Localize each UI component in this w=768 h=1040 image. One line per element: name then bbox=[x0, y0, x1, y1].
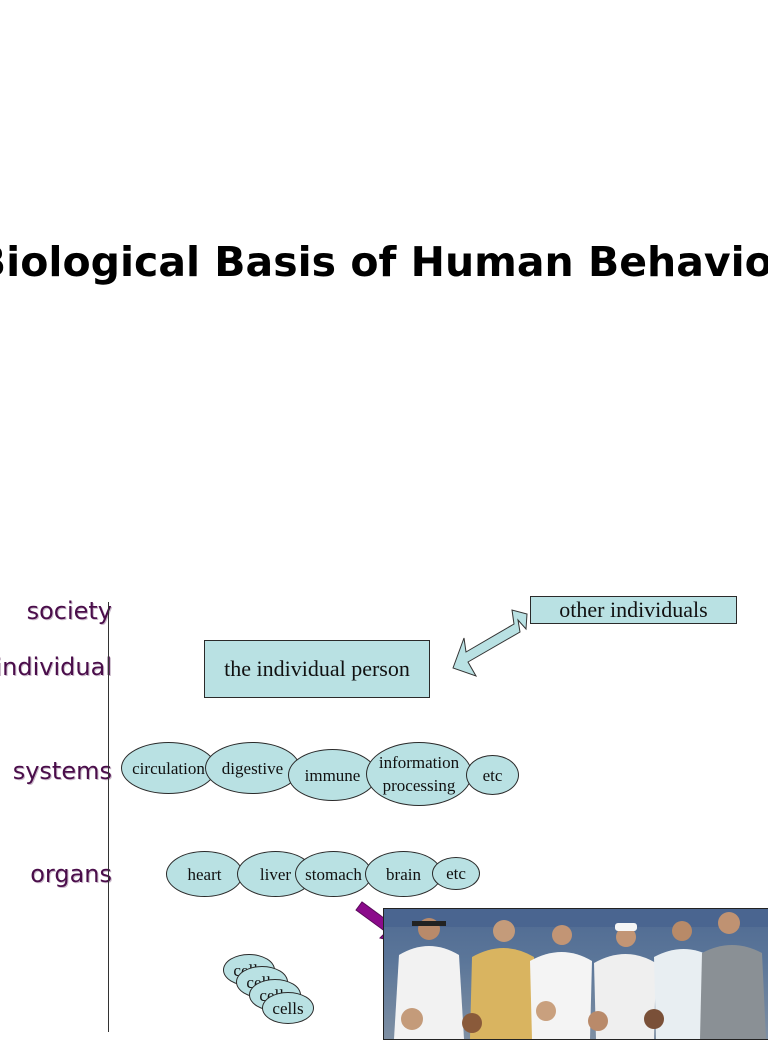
level-label-society: society bbox=[26, 597, 112, 625]
organ-oval-brain: brain bbox=[365, 851, 442, 897]
system-oval-immune: immune bbox=[288, 749, 377, 801]
system-oval-circulation: circulation bbox=[121, 742, 216, 794]
group-photo bbox=[383, 908, 768, 1040]
level-label-systems: systems bbox=[12, 757, 112, 785]
system-oval-information-processing: information processing bbox=[366, 742, 472, 806]
other-individuals-box: other individuals bbox=[530, 596, 737, 624]
organ-oval-heart: heart bbox=[166, 851, 243, 897]
individual-person-box: the individual person bbox=[204, 640, 430, 698]
cell-oval: cells bbox=[262, 992, 314, 1024]
system-oval-digestive: digestive bbox=[205, 742, 300, 794]
system-oval-etc: etc bbox=[466, 755, 519, 795]
double-arrow-icon bbox=[452, 609, 528, 677]
organ-oval-etc: etc bbox=[432, 857, 480, 890]
organ-oval-stomach: stomach bbox=[295, 851, 372, 897]
level-axis-line bbox=[108, 602, 109, 1032]
slide-title: Biological Basis of Human Behavior bbox=[0, 238, 768, 286]
level-label-individual: individual bbox=[0, 653, 112, 681]
level-label-organs: organs bbox=[30, 860, 112, 888]
group-photo-figures bbox=[384, 909, 768, 1039]
